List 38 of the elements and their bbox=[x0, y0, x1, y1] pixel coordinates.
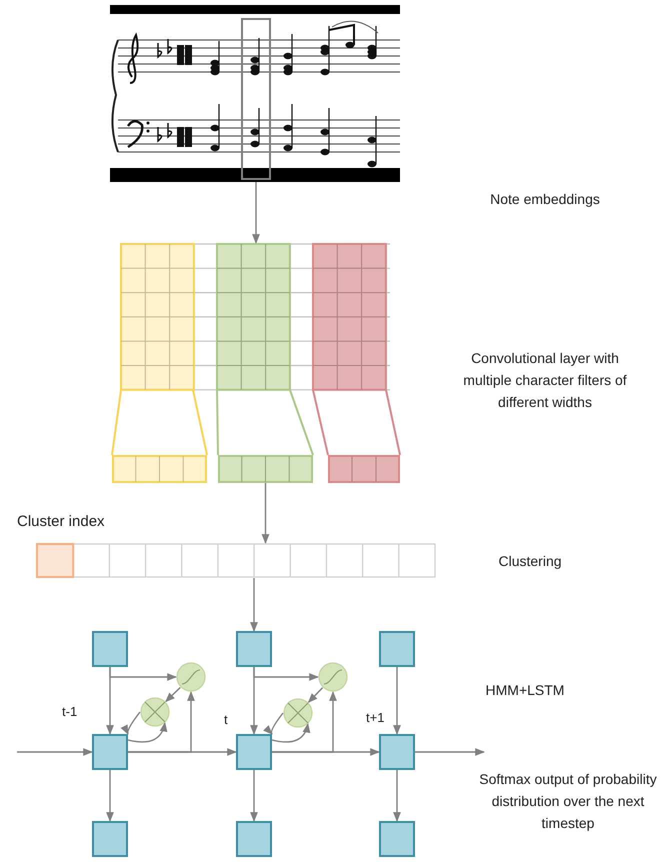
state-box bbox=[236, 821, 272, 857]
arrow bbox=[252, 180, 260, 244]
arrow bbox=[253, 667, 319, 681]
highlight-frame bbox=[241, 18, 271, 180]
arrow bbox=[415, 748, 485, 756]
stage-label: Clustering bbox=[497, 552, 563, 571]
arrow bbox=[262, 483, 270, 544]
stage-label: Note embeddings bbox=[489, 190, 601, 209]
arrow bbox=[272, 722, 310, 743]
arrow bbox=[250, 770, 258, 822]
side-label: t-1 bbox=[62, 704, 78, 720]
arrow bbox=[393, 667, 401, 735]
state-box bbox=[92, 821, 128, 857]
arrow bbox=[393, 770, 401, 822]
side-label: t+1 bbox=[366, 710, 384, 726]
arrow bbox=[17, 748, 93, 756]
stage-label: Softmax output of probability distribution over the next timestep bbox=[478, 770, 658, 833]
state-box bbox=[379, 821, 415, 857]
arrow bbox=[250, 578, 258, 632]
side-label: Cluster index bbox=[17, 513, 105, 531]
arrow bbox=[264, 712, 284, 735]
arrow bbox=[272, 691, 337, 753]
arrow bbox=[308, 687, 324, 703]
arrow bbox=[128, 691, 195, 753]
arrow bbox=[165, 686, 181, 702]
stage-label: Convolutional layer with multiple character filters of different widths bbox=[462, 349, 628, 412]
arrow bbox=[128, 722, 167, 743]
state-box bbox=[92, 734, 128, 770]
side-label: t bbox=[224, 712, 228, 728]
state-box bbox=[236, 631, 272, 667]
arrow bbox=[109, 667, 177, 681]
state-box bbox=[236, 734, 272, 770]
state-box bbox=[379, 734, 415, 770]
stage-label: HMM+LSTM bbox=[484, 681, 566, 700]
arrow bbox=[122, 712, 141, 735]
state-box bbox=[92, 631, 128, 667]
arrow bbox=[106, 770, 114, 822]
state-box bbox=[379, 631, 415, 667]
